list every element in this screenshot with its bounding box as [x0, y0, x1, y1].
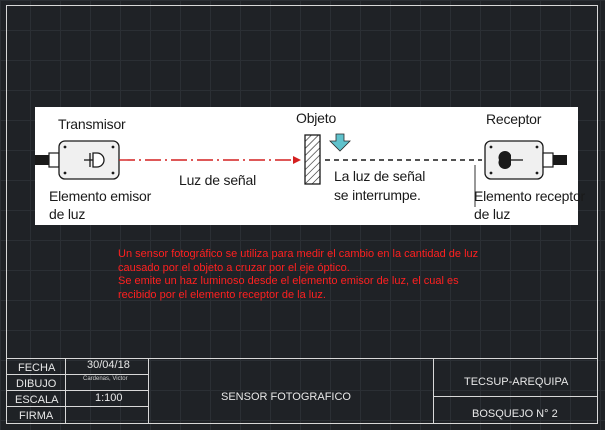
institution-name: TECSUP-AREQUIPA [464, 376, 569, 388]
drawing-title: SENSOR FOTOGRAFICO [221, 391, 351, 403]
note-line: recibido por el elemento receptor de la … [118, 288, 326, 301]
transmitter-icon [58, 140, 120, 180]
beam-arrowhead [293, 156, 301, 164]
emitter-label-line2: de luz [49, 206, 86, 222]
dibujo-value: Cardenas, Victor [83, 376, 128, 382]
note-line: Un sensor fotográfico se utiliza para me… [118, 248, 479, 260]
title-block-divider [65, 358, 66, 424]
receiver-connector [542, 152, 554, 168]
receiver-cable [553, 155, 567, 165]
receiver-icon [484, 140, 544, 180]
fecha-value: 30/04/18 [87, 359, 130, 371]
receptor-label-line2: de luz [474, 206, 511, 222]
transmitter-connector [48, 152, 60, 168]
object-label: Objeto [296, 110, 337, 126]
title-block-divider [148, 358, 149, 424]
note-line: causado por el objeto a cruzar por el ej… [118, 261, 350, 274]
title-block-row-line [433, 396, 598, 397]
fecha-label: FECHA [18, 362, 56, 374]
title-block-row-line [6, 406, 148, 407]
emitter-label-line1: Elemento emisor [49, 188, 152, 204]
receiver-label: Receptor [486, 111, 542, 127]
escala-label: ESCALA [15, 394, 59, 406]
drawing-frame [6, 5, 598, 424]
title-block-top-border [6, 358, 598, 359]
transmitter-cable [35, 155, 49, 165]
sheet-number: BOSQUEJO N° 2 [472, 408, 558, 420]
title-block-divider [433, 358, 434, 424]
title-block-row-line [6, 390, 148, 391]
escala-value: 1:100 [95, 392, 123, 404]
receptor-label-line1: Elemento receptor [474, 188, 585, 204]
interrupt-label-line1: La luz de señal [334, 168, 426, 184]
sensor-diagram: Transmisor Objeto Receptor Luz de señal … [35, 107, 585, 225]
interrupt-label-line2: se interrumpe. [334, 187, 421, 203]
beam-label: Luz de señal [179, 172, 256, 188]
title-block-row-line [6, 374, 148, 375]
description-note: Un sensor fotográfico se utiliza para me… [118, 248, 548, 302]
dibujo-label: DIBUJO [16, 378, 57, 390]
title-block: FECHA DIBUJO ESCALA FIRMA 30/04/18 Carde… [6, 358, 598, 424]
firma-label: FIRMA [19, 410, 54, 422]
object-block [304, 134, 321, 185]
sensor-diagram-graphic [35, 133, 567, 207]
interrupt-arrow-icon [329, 133, 351, 152]
transmitter-label: Transmisor [58, 116, 126, 132]
note-line: Se emite un haz luminoso desde el elemen… [118, 275, 459, 287]
